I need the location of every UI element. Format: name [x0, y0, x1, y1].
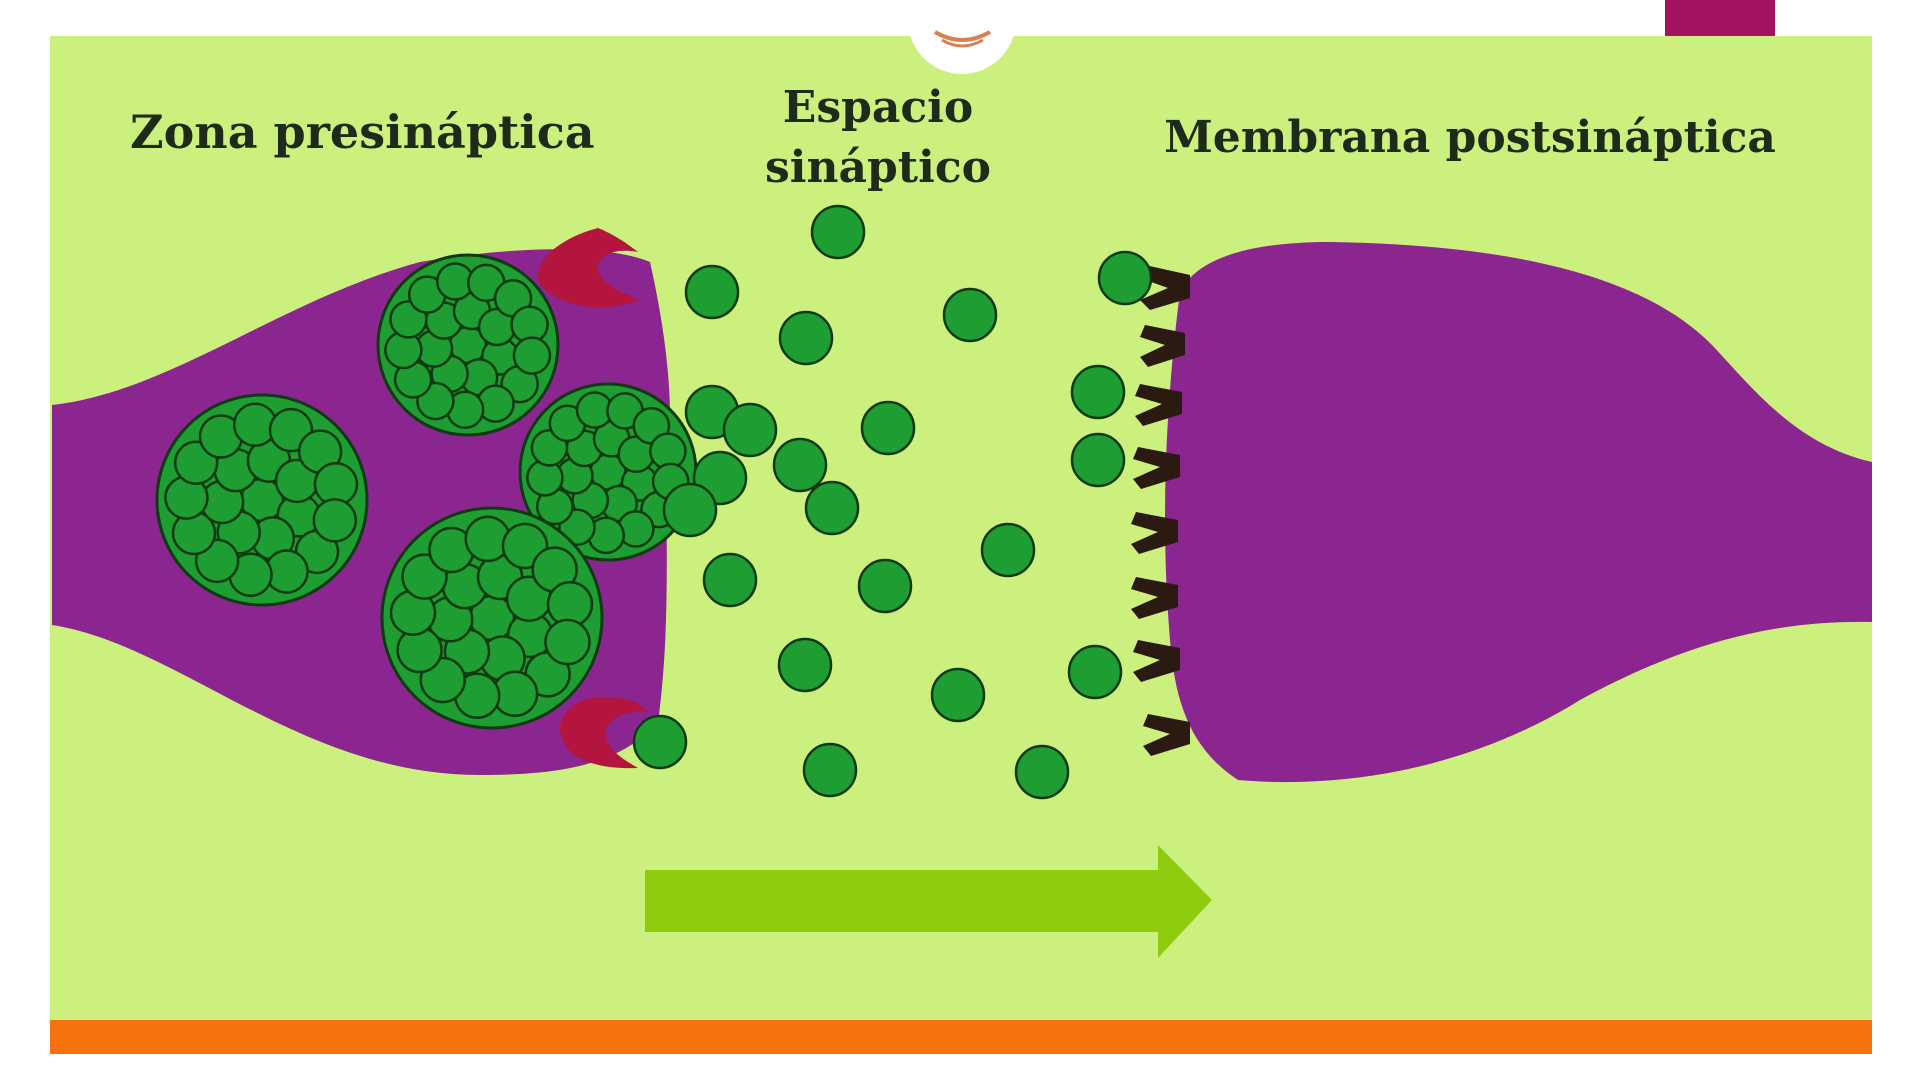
- neurotransmitter-molecule: [930, 667, 986, 723]
- logo-mark-icon: [908, 20, 1016, 74]
- neurotransmitter-molecule: [722, 402, 778, 458]
- neurotransmitter-molecule: [1067, 644, 1123, 700]
- neurotransmitter-molecule: [632, 714, 688, 770]
- postsynaptic-label: Membrana postsináptica: [1164, 112, 1776, 163]
- neurotransmitter-molecule: [684, 264, 740, 320]
- neurotransmitter-molecule: [1070, 432, 1126, 488]
- neurotransmitter-molecule: [857, 558, 913, 614]
- postsynaptic-membrane: [1165, 242, 1872, 783]
- receptor-group: [1131, 265, 1190, 756]
- free-neurotransmitters: [632, 204, 1153, 800]
- neurotransmitter-molecule: [942, 287, 998, 343]
- neurotransmitter-molecule: [772, 437, 828, 493]
- vesicle-molecule: [312, 498, 358, 543]
- reuptake-pump-top: [538, 228, 640, 308]
- neurotransmitter-molecule: [1097, 250, 1153, 306]
- vesicle-molecule: [512, 336, 552, 375]
- neurotransmitter-molecule: [980, 522, 1036, 578]
- neurotransmitter-molecule: [804, 480, 860, 536]
- synaptic-vesicles: [155, 253, 698, 730]
- vesicle-molecule: [544, 618, 591, 666]
- neurotransmitter-molecule: [777, 637, 833, 693]
- direction-arrow-icon: [645, 845, 1212, 958]
- neurotransmitter-molecule: [1014, 744, 1070, 800]
- cleft-label-line2: sináptico: [765, 142, 991, 193]
- cleft-label-line1: Espacio: [783, 82, 973, 133]
- neurotransmitter-molecule: [778, 310, 834, 366]
- corner-tab: [1665, 0, 1775, 36]
- neurotransmitter-molecule: [810, 204, 866, 260]
- neurotransmitter-molecule: [662, 482, 718, 538]
- reuptake-pump-bottom: [560, 696, 648, 769]
- neurotransmitter-molecule: [802, 742, 858, 798]
- neurotransmitter-molecule: [1070, 364, 1126, 420]
- presynaptic-label: Zona presináptica: [130, 105, 595, 159]
- bottom-accent-bar: [50, 1020, 1872, 1054]
- neurotransmitter-molecule: [860, 400, 916, 456]
- neurotransmitter-molecule: [702, 552, 758, 608]
